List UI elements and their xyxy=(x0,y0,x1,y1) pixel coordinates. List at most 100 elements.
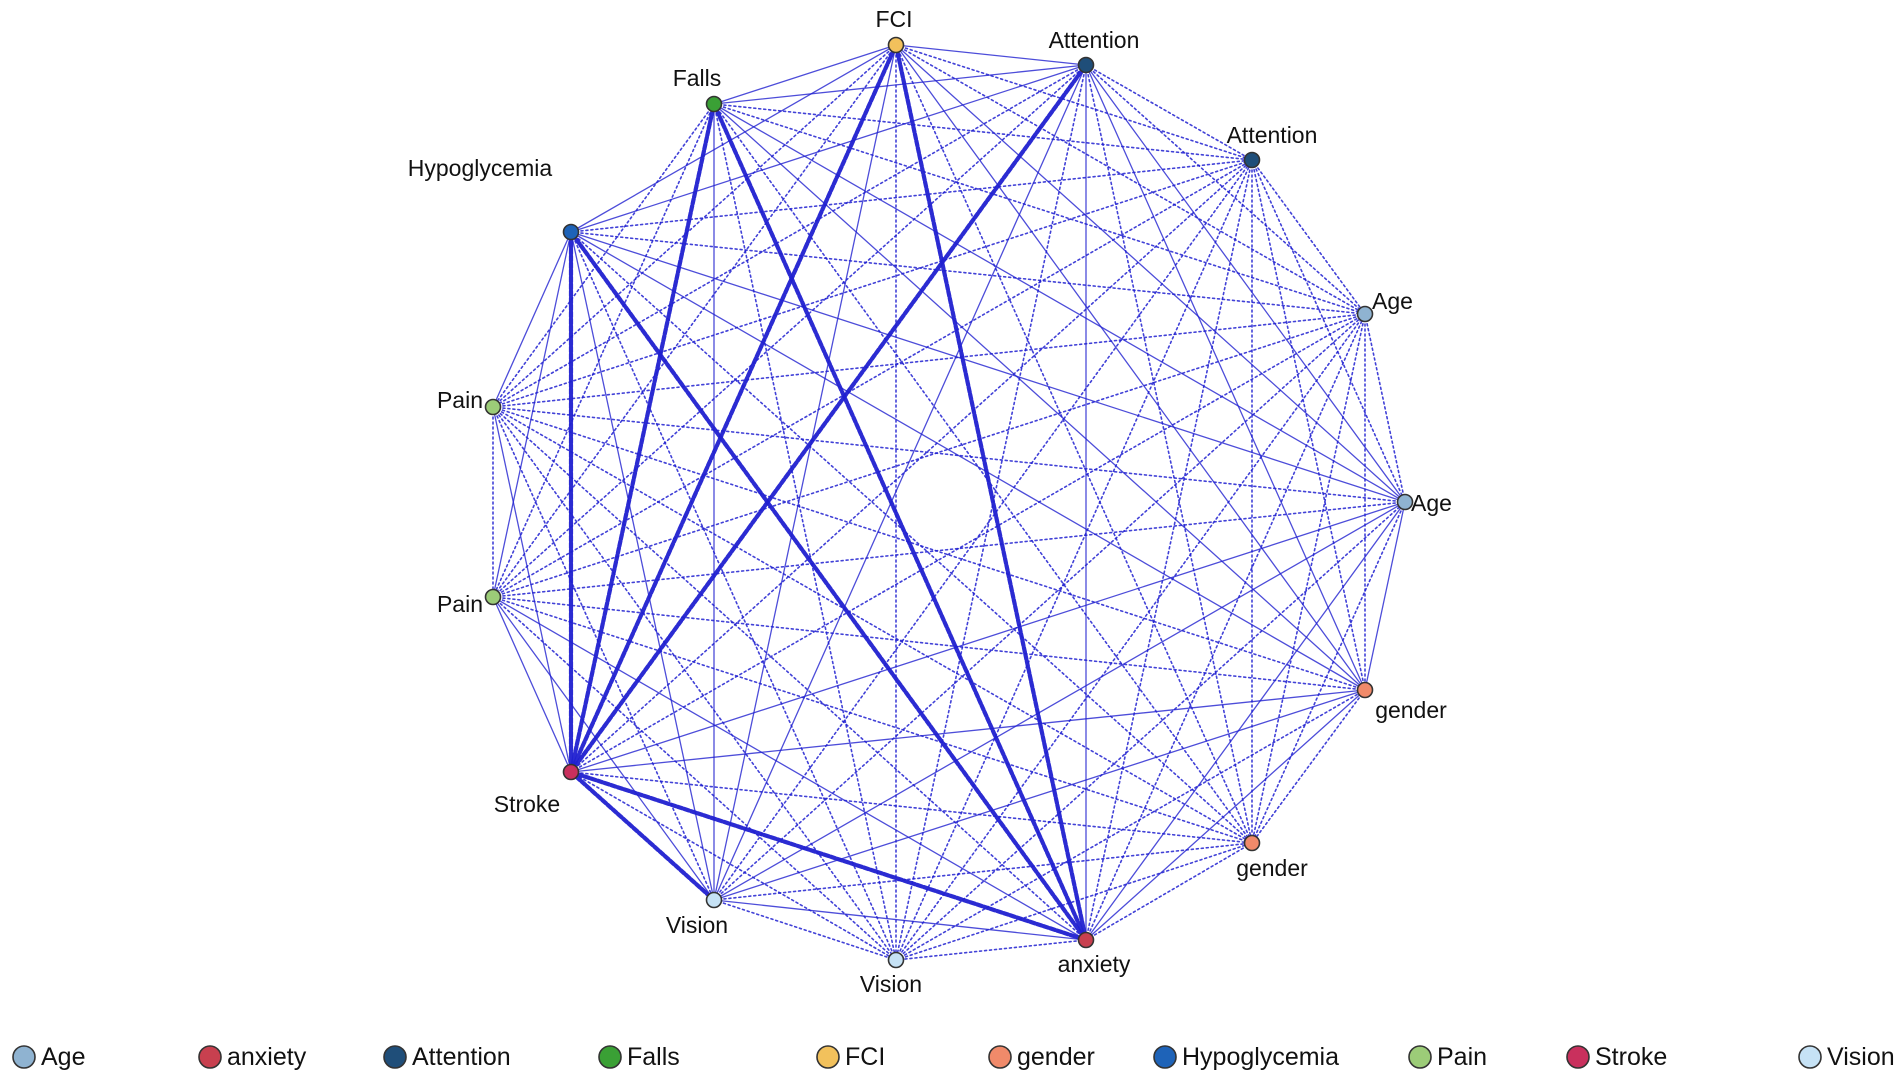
node-label-hypoglycemia: Hypoglycemia xyxy=(408,155,553,181)
edge-dotted-anxiety-attention2 xyxy=(1085,159,1253,941)
node-gender1 xyxy=(1356,681,1374,699)
edge-dotted-hypoglycemia-vision2 xyxy=(570,231,897,961)
edge-medium-falls-fci xyxy=(713,44,897,105)
nodes-layer: FCIAttentionAttentionAgeAgegendergendera… xyxy=(408,6,1452,997)
node-hypoglycemia xyxy=(562,223,580,241)
edge-medium-stroke-pain2 xyxy=(492,596,572,773)
legend-label-hypoglycemia: Hypoglycemia xyxy=(1182,1043,1339,1071)
legend-label-anxiety: anxiety xyxy=(227,1043,307,1071)
legend-swatch-vision xyxy=(1798,1045,1822,1069)
edge-medium-falls-attention1 xyxy=(713,64,1087,105)
node-label-attention1: Attention xyxy=(1049,27,1140,53)
edge-dotted-stroke-attention2 xyxy=(570,159,1253,773)
edge-dotted-attention1-gender2 xyxy=(1085,64,1253,844)
edge-medium-stroke-age2 xyxy=(570,501,1406,773)
edge-dotted-falls-vision2 xyxy=(713,103,897,961)
node-pain1 xyxy=(484,398,502,416)
edge-medium-age2-gender1 xyxy=(1364,501,1406,691)
legend-label-fci: FCI xyxy=(845,1043,885,1071)
legend-swatch-falls xyxy=(598,1045,622,1069)
node-label-stroke: Stroke xyxy=(494,791,560,817)
edge-dotted-age1-age2 xyxy=(1364,313,1406,503)
edge-dotted-falls-pain1 xyxy=(492,103,715,408)
legend-swatch-age xyxy=(12,1045,36,1069)
edge-medium-anxiety-vision1 xyxy=(713,899,1087,941)
edge-dotted-attention2-age2 xyxy=(1251,159,1406,503)
edge-medium-hypoglycemia-attention1 xyxy=(570,64,1087,233)
edge-medium-anxiety-pain2 xyxy=(492,596,1087,941)
edge-dotted-pain2-attention2 xyxy=(492,159,1253,598)
edge-medium-fci-gender1 xyxy=(895,44,1366,691)
edge-medium-attention1-age2 xyxy=(1085,64,1406,503)
edge-dotted-vision2-age1 xyxy=(895,313,1366,961)
edge-dotted-vision1-vision2 xyxy=(713,899,897,961)
node-vision1 xyxy=(705,891,723,909)
legend-swatch-stroke xyxy=(1566,1045,1590,1069)
node-label-pain2: Pain xyxy=(437,591,483,617)
edge-medium-fci-age2 xyxy=(895,44,1406,503)
edge-medium-anxiety-gender1 xyxy=(1085,689,1366,941)
edge-dotted-pain1-gender2 xyxy=(492,406,1253,844)
legend-swatch-gender xyxy=(988,1045,1012,1069)
edge-dotted-attention1-pain2 xyxy=(492,64,1087,598)
edge-dotted-vision1-age1 xyxy=(713,313,1366,901)
edge-strong-anxiety-hypoglycemia xyxy=(568,229,1089,943)
node-gender2 xyxy=(1243,834,1261,852)
edge-dotted-attention1-attention2 xyxy=(1085,64,1253,161)
edge-medium-stroke-pain1 xyxy=(492,406,572,773)
edge-dotted-hypoglycemia-attention2 xyxy=(570,159,1253,233)
node-stroke xyxy=(562,763,580,781)
edge-dotted-fci-pain2 xyxy=(492,44,897,598)
node-age2 xyxy=(1396,493,1414,511)
edge-medium-anxiety-age2 xyxy=(1085,501,1406,941)
edge-medium-fci-vision1 xyxy=(713,44,897,901)
edge-medium-vision1-age2 xyxy=(713,501,1406,901)
node-label-vision1: Vision xyxy=(666,912,728,938)
edge-dotted-fci-pain1 xyxy=(492,44,897,408)
edge-dotted-attention1-vision2 xyxy=(895,64,1087,961)
edge-medium-attention1-vision1 xyxy=(713,64,1087,901)
edge-dotted-falls-pain2 xyxy=(492,103,715,598)
legend-label-stroke: Stroke xyxy=(1595,1043,1667,1071)
edge-dotted-fci-age1 xyxy=(895,44,1366,315)
edge-dotted-pain1-vision1 xyxy=(492,406,715,901)
edge-dotted-pain2-age1 xyxy=(492,313,1366,598)
edge-medium-hypoglycemia-pain2 xyxy=(492,231,572,598)
edge-dotted-attention2-age1 xyxy=(1251,159,1366,315)
edge-dotted-stroke-vision2 xyxy=(570,771,897,961)
node-falls xyxy=(705,95,723,113)
legend-swatch-pain xyxy=(1408,1045,1432,1069)
edge-medium-attention1-gender1 xyxy=(1085,64,1366,691)
edge-dotted-pain1-vision2 xyxy=(492,406,897,961)
edge-dotted-anxiety-age1 xyxy=(1085,313,1366,941)
node-anxiety xyxy=(1077,931,1095,949)
edge-dotted-vision2-attention2 xyxy=(895,159,1253,961)
legend-swatch-anxiety xyxy=(198,1045,222,1069)
edge-dotted-pain2-gender1 xyxy=(492,596,1366,691)
legend-label-gender: gender xyxy=(1017,1043,1095,1071)
legend-swatch-fci xyxy=(816,1045,840,1069)
edge-dotted-gender1-gender2 xyxy=(1251,689,1366,844)
edge-medium-vision1-gender1 xyxy=(713,689,1366,901)
edge-dotted-age2-gender2 xyxy=(1251,501,1406,844)
legend-label-age: Age xyxy=(41,1043,85,1071)
node-label-anxiety: anxiety xyxy=(1058,951,1131,977)
node-label-pain1: Pain xyxy=(437,387,483,413)
edge-dotted-attention1-age1 xyxy=(1085,64,1366,315)
edge-dotted-age1-gender2 xyxy=(1251,313,1366,844)
edge-medium-hypoglycemia-vision1 xyxy=(570,231,715,901)
edge-dotted-falls-age1 xyxy=(713,103,1366,315)
edge-strong-stroke-fci xyxy=(568,42,899,775)
edge-dotted-pain2-age2 xyxy=(492,501,1406,598)
edge-strong-stroke-anxiety xyxy=(568,769,1089,943)
node-label-vision2: Vision xyxy=(860,971,922,997)
node-pain2 xyxy=(484,588,502,606)
node-age1 xyxy=(1356,305,1374,323)
node-attention1 xyxy=(1077,56,1095,74)
node-label-attention2: Attention xyxy=(1227,122,1318,148)
node-label-age2: Age xyxy=(1411,490,1452,516)
edge-medium-falls-age2 xyxy=(713,103,1406,503)
edge-dotted-falls-attention2 xyxy=(713,103,1253,161)
node-label-gender1: gender xyxy=(1375,697,1447,723)
edge-dotted-hypoglycemia-gender2 xyxy=(570,231,1253,844)
